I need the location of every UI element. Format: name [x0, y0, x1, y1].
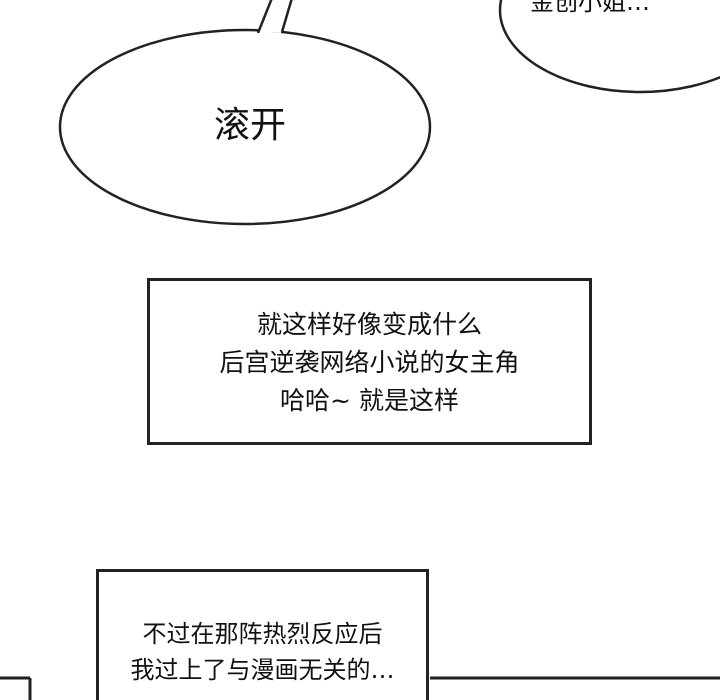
narration-box-1: 就这样好像变成什么 后宫逆袭网络小说的女主角 哈哈~ 就是这样 — [147, 278, 592, 445]
narration-line: 就这样好像变成什么 — [256, 310, 482, 339]
narration-line: 后宫逆袭网络小说的女主角 — [219, 348, 520, 377]
speech-bubble-left-text: 滚开 — [213, 105, 286, 146]
narration-line: 哈哈~ 就是这样 — [280, 386, 459, 415]
speech-bubble-tail — [256, 0, 293, 34]
speech-bubble-top-right — [498, 0, 720, 94]
speech-bubble-left — [58, 0, 432, 226]
speech-bubble-top-right-text: 金创小姐… — [530, 0, 650, 16]
narration-line: 我过上了与漫画无关的… — [130, 656, 395, 684]
narration-box-2: 不过在那阵热烈反应后 我过上了与漫画无关的… — [96, 569, 429, 700]
narration-line: 不过在那阵热烈反应后 — [142, 620, 383, 648]
